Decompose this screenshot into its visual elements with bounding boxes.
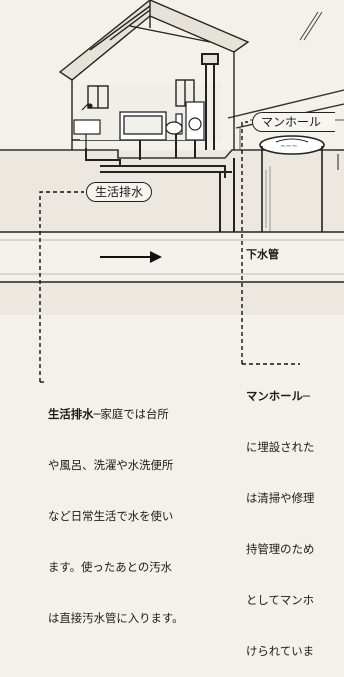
sewer-diagram: ∼∼∼: [0, 0, 344, 383]
ground-line: [0, 149, 344, 159]
caption-line: としてマンホ: [246, 593, 315, 607]
pole-line: [299, 11, 323, 41]
drain-pipes: [85, 53, 232, 178]
caption-line: ─家庭では台所: [93, 407, 169, 421]
caption-line: や風呂、洗濯や水洗便所: [48, 458, 174, 472]
manhole-shaft: ∼∼∼: [259, 135, 344, 232]
sewer-main-pipe: [0, 231, 344, 283]
caption-line: ─: [302, 389, 310, 403]
caption-line: けられていま: [246, 644, 315, 658]
caption-term: マンホール: [246, 389, 303, 403]
household-drain-label: 生活排水: [86, 182, 153, 202]
caption-line: は清掃や修理: [246, 491, 315, 505]
svg-text:∼∼∼: ∼∼∼: [280, 142, 298, 150]
caption-line: に埋設された: [246, 440, 315, 454]
toilet: [165, 113, 183, 135]
leader-lines: [39, 121, 300, 383]
washing-machine: [185, 101, 205, 141]
sewer-pipe-label: 下水管: [244, 246, 281, 262]
bathtub: [119, 111, 167, 141]
lateral-pipe: [219, 158, 235, 232]
manhole-caption: マンホール─ に埋設された は清掃や修理 持管理のため としてマンホ けられてい…: [246, 354, 344, 677]
house: [58, 0, 250, 150]
caption-line: 持管理のため: [246, 542, 315, 556]
caption-term: 生活排水: [48, 407, 94, 421]
flow-arrow: [100, 251, 162, 263]
manhole-label: マンホール: [252, 112, 336, 132]
kitchen-sink: [73, 103, 101, 148]
